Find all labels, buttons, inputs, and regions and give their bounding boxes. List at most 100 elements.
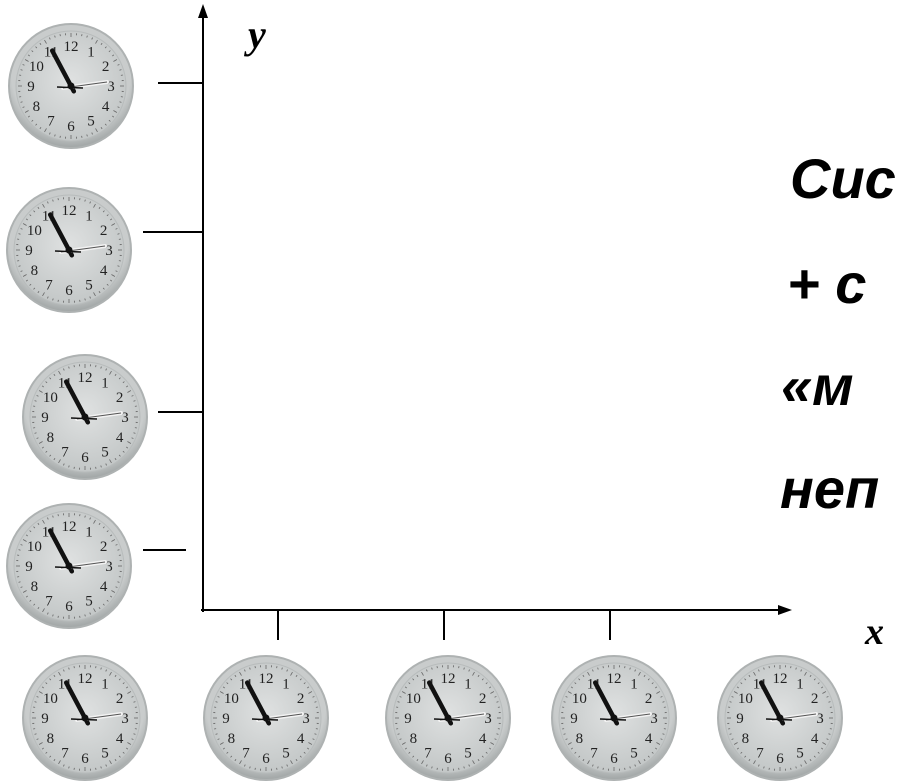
clock-icon: 121234567891011 — [6, 503, 132, 629]
clock-icon: 121234567891011 — [385, 655, 511, 781]
x-axis-arrow — [778, 605, 792, 615]
clock-numeral: 10 — [43, 390, 58, 406]
clock-numeral: 7 — [590, 746, 598, 762]
clock-numeral: 3 — [650, 711, 658, 727]
clock-numeral: 6 — [610, 751, 618, 767]
clock-numeral: 3 — [105, 559, 113, 575]
clock-numeral: 5 — [464, 746, 472, 762]
clock-numeral: 10 — [27, 223, 42, 239]
clock-numeral: 6 — [444, 751, 452, 767]
clock-numeral: 3 — [484, 711, 492, 727]
clock-numeral: 12 — [64, 39, 79, 55]
clock-numeral: 8 — [47, 430, 55, 446]
clock-numeral: 8 — [47, 731, 55, 747]
clock-numeral: 6 — [65, 283, 73, 299]
clock-numeral: 3 — [816, 711, 824, 727]
clock-numeral: 6 — [65, 599, 73, 615]
clock-numeral: 1 — [630, 676, 638, 692]
clock-numeral: 7 — [242, 746, 250, 762]
clock-numeral: 1 — [85, 208, 93, 224]
clock-numeral: 10 — [29, 59, 44, 75]
clock-numeral: 8 — [33, 99, 41, 115]
clock-numeral: 4 — [100, 579, 108, 595]
clock-numeral: 10 — [738, 691, 753, 707]
clock-numeral: 4 — [811, 731, 819, 747]
clock-numeral: 7 — [424, 746, 432, 762]
clock-icon: 121234567891011 — [22, 655, 148, 781]
clock-numeral: 9 — [25, 243, 33, 259]
clock-group: 1212345678910111212345678910111212345678… — [6, 23, 843, 781]
clock-numeral: 12 — [62, 519, 77, 535]
clock-numeral: 2 — [479, 691, 487, 707]
clock-numeral: 3 — [121, 711, 129, 727]
clock-numeral: 8 — [410, 731, 418, 747]
clock-numeral: 2 — [102, 59, 110, 75]
clock-numeral: 1 — [85, 524, 93, 540]
clock-numeral: 2 — [100, 223, 108, 239]
clock-numeral: 7 — [756, 746, 764, 762]
clock-numeral: 9 — [25, 559, 33, 575]
clock-numeral: 7 — [61, 746, 69, 762]
clock-icon: 121234567891011 — [551, 655, 677, 781]
clock-numeral: 7 — [61, 445, 69, 461]
clock-numeral: 2 — [100, 539, 108, 555]
side-text-line-3: «м — [781, 354, 854, 417]
clock-numeral: 2 — [116, 390, 124, 406]
clock-numeral: 4 — [102, 99, 110, 115]
clock-icon: 121234567891011 — [203, 655, 329, 781]
clock-numeral: 6 — [262, 751, 270, 767]
clock-numeral: 2 — [645, 691, 653, 707]
clock-numeral: 1 — [796, 676, 804, 692]
clock-numeral: 4 — [116, 731, 124, 747]
clock-numeral: 4 — [116, 430, 124, 446]
clock-numeral: 6 — [81, 450, 89, 466]
side-text-line-2: + с — [787, 252, 866, 315]
clock-numeral: 12 — [78, 370, 93, 386]
clock-icon: 121234567891011 — [22, 354, 148, 480]
clock-numeral: 3 — [107, 79, 115, 95]
x-axis-label: x — [864, 611, 884, 653]
clock-numeral: 5 — [101, 746, 109, 762]
clock-numeral: 1 — [464, 676, 472, 692]
clock-icon: 121234567891011 — [6, 187, 132, 313]
clock-numeral: 9 — [570, 711, 578, 727]
clock-numeral: 1 — [101, 375, 109, 391]
clock-numeral: 7 — [47, 114, 55, 130]
clock-numeral: 9 — [404, 711, 412, 727]
clock-numeral: 10 — [406, 691, 421, 707]
side-text-line-1: Сис — [790, 147, 896, 210]
clock-numeral: 3 — [105, 243, 113, 259]
clock-numeral: 5 — [85, 594, 93, 610]
clock-numeral: 8 — [31, 579, 39, 595]
clock-numeral: 8 — [742, 731, 750, 747]
y-axis-arrow — [198, 4, 208, 18]
clock-numeral: 9 — [222, 711, 230, 727]
clock-numeral: 12 — [773, 671, 788, 687]
clock-numeral: 5 — [101, 445, 109, 461]
clock-numeral: 12 — [62, 203, 77, 219]
clock-numeral: 5 — [796, 746, 804, 762]
clock-numeral: 2 — [811, 691, 819, 707]
clock-numeral: 9 — [41, 711, 49, 727]
y-axis-label: y — [244, 12, 266, 57]
clock-icon: 121234567891011 — [717, 655, 843, 781]
clock-numeral: 12 — [259, 671, 274, 687]
clock-numeral: 1 — [87, 44, 95, 60]
clock-numeral: 12 — [78, 671, 93, 687]
clock-numeral: 12 — [441, 671, 456, 687]
clock-numeral: 10 — [27, 539, 42, 555]
clock-numeral: 2 — [116, 691, 124, 707]
clock-numeral: 4 — [100, 263, 108, 279]
clock-icon: 121234567891011 — [8, 23, 134, 149]
clock-numeral: 6 — [776, 751, 784, 767]
clock-numeral: 5 — [85, 278, 93, 294]
clock-numeral: 1 — [282, 676, 290, 692]
clock-numeral: 3 — [302, 711, 310, 727]
clock-numeral: 9 — [27, 79, 35, 95]
clock-numeral: 8 — [31, 263, 39, 279]
clock-numeral: 8 — [228, 731, 236, 747]
clock-numeral: 4 — [297, 731, 305, 747]
clock-numeral: 9 — [41, 410, 49, 426]
clock-numeral: 10 — [224, 691, 239, 707]
